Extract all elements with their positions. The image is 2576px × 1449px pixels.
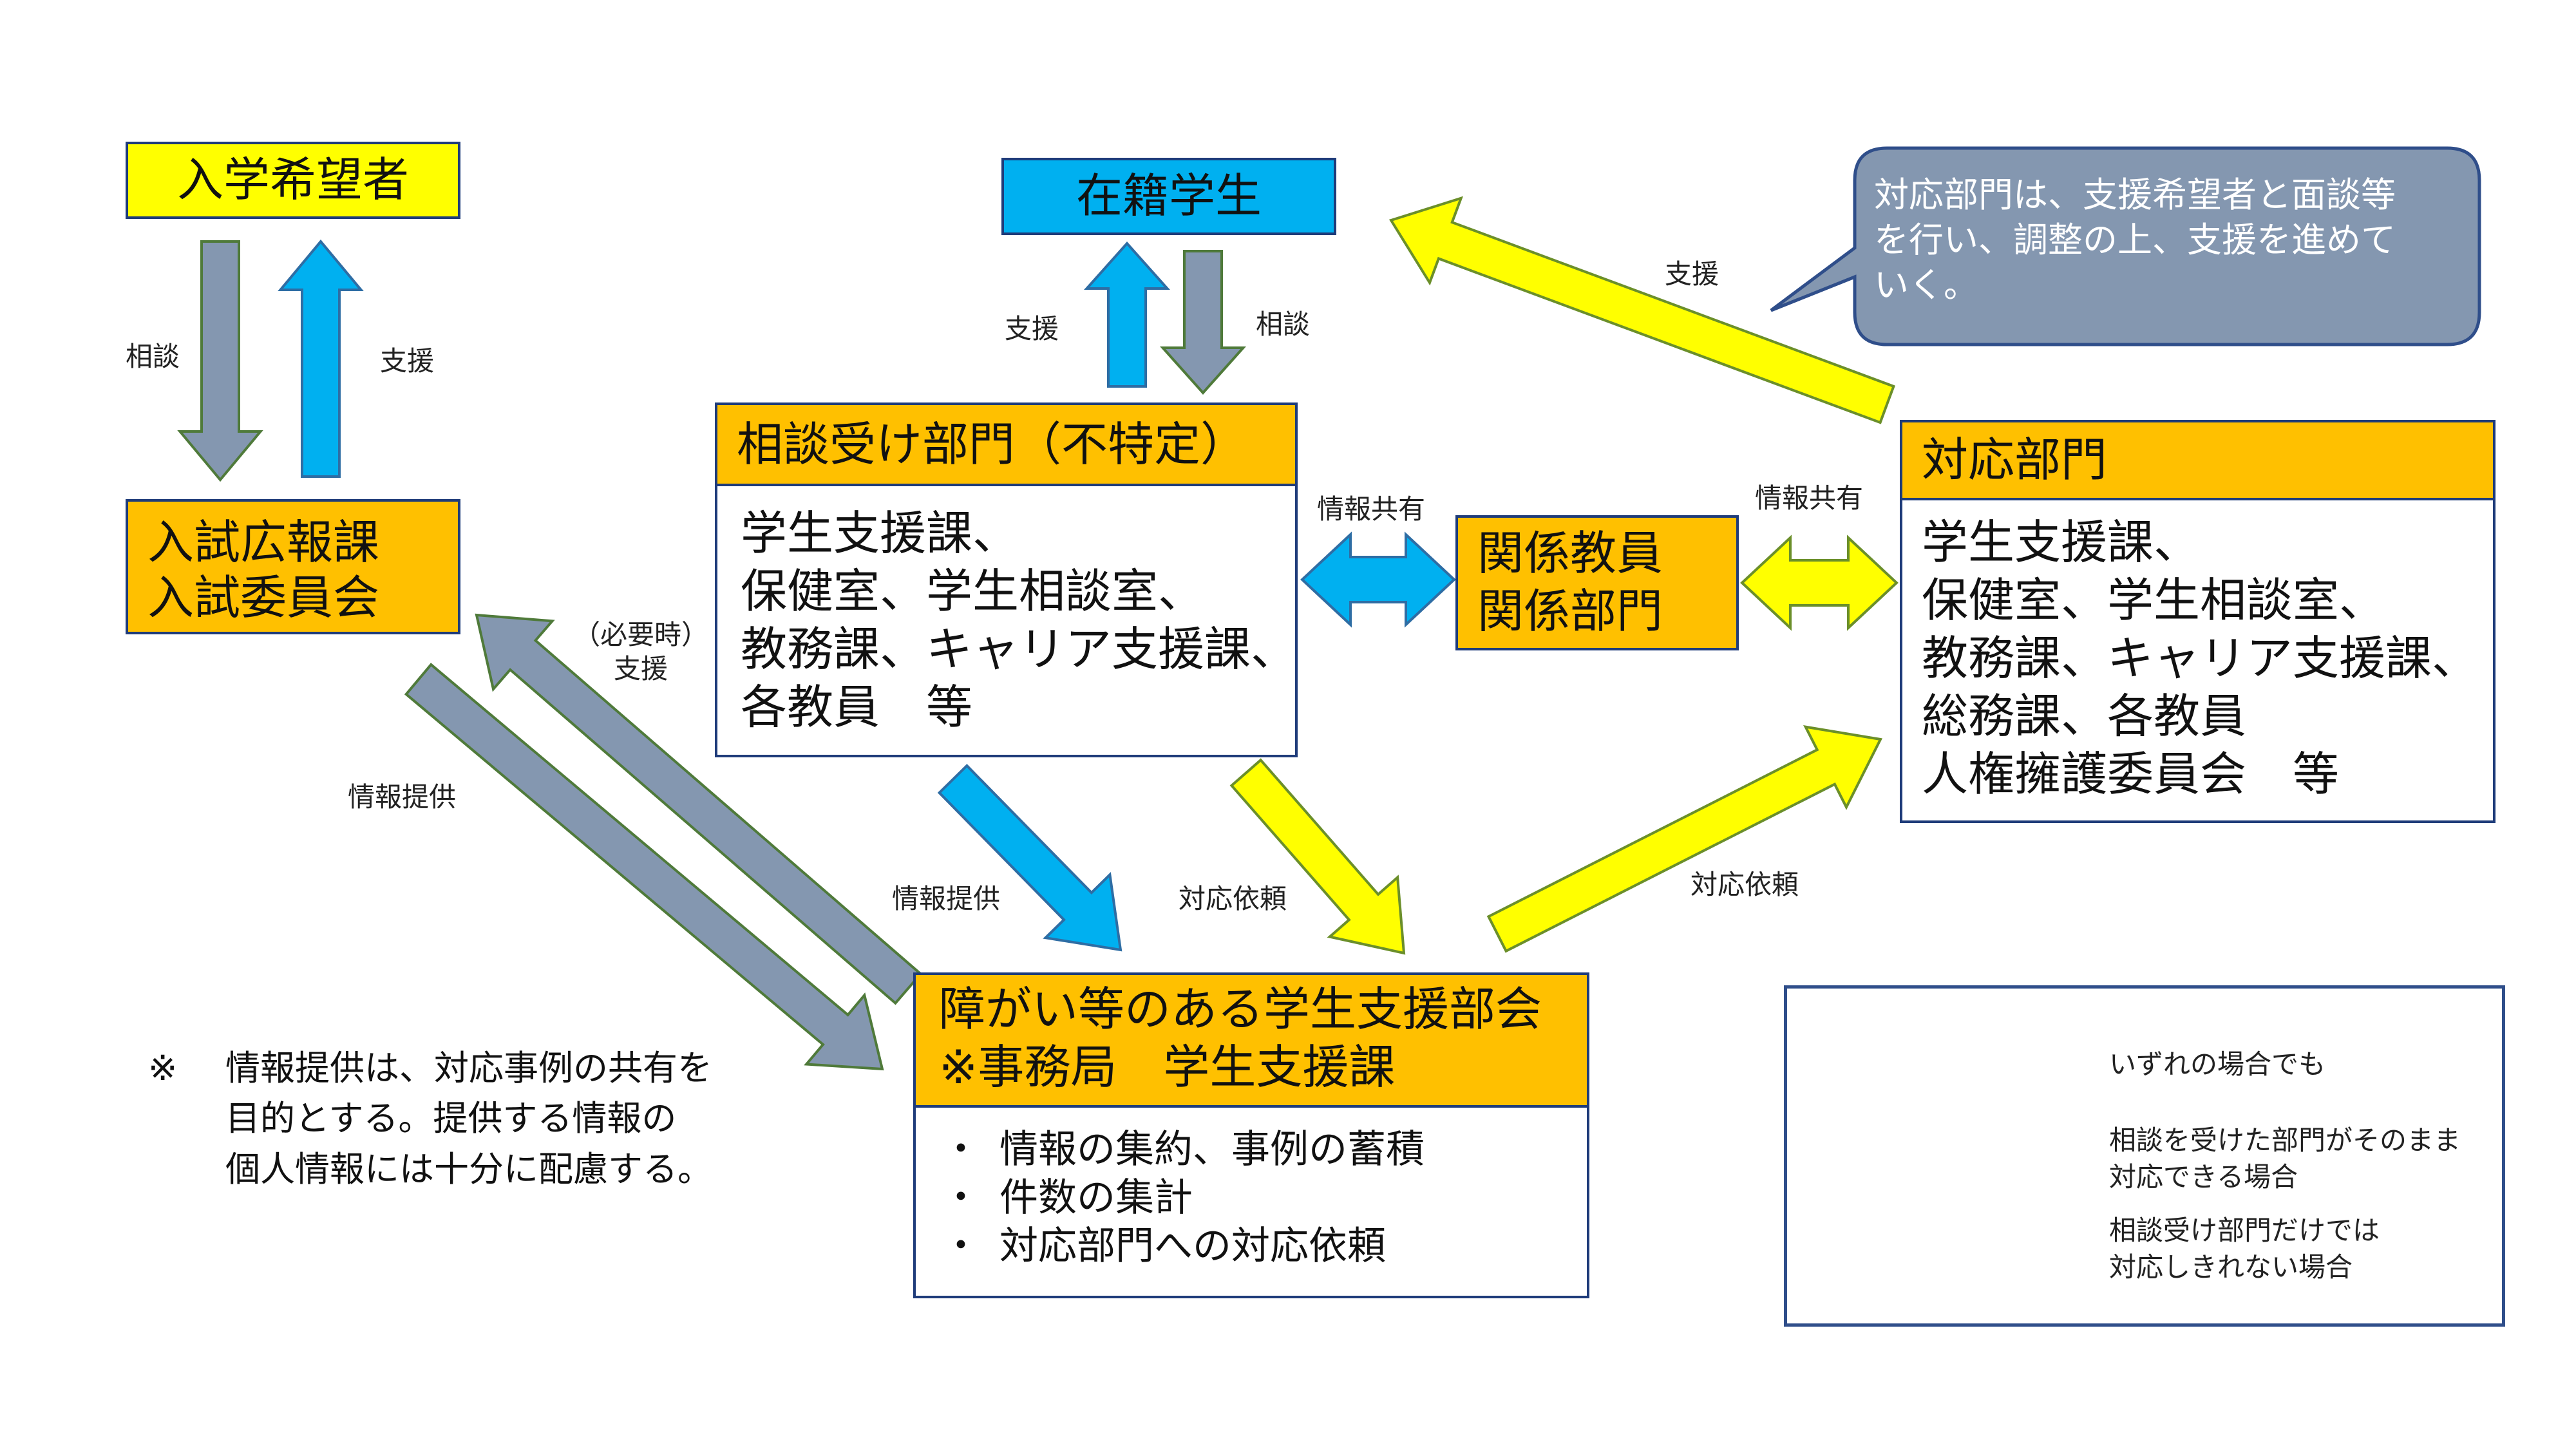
response-dept-item: 人権擁護委員会 等: [1922, 747, 2340, 801]
arrow-enrolled-consult: [1160, 250, 1246, 395]
node-admissions: 入試広報課 入試委員会: [126, 499, 460, 634]
label-applicant-consult: 相談: [126, 341, 180, 372]
legend-line: 相談を受けた部門がそのまま: [2109, 1124, 2461, 1156]
consult-dept-list: 学生支援課、 保健室、学生相談室、 教務課、キャリア支援課、 各教員 等: [715, 484, 1298, 757]
label-admissions-support-line: 支援: [614, 652, 668, 685]
bullet: ・: [942, 1175, 980, 1220]
label-admissions-support: （必要時） 支援: [573, 618, 708, 686]
node-applicants: 入学希望者: [126, 142, 460, 219]
footnote-mark: ※: [148, 1048, 178, 1088]
committee-item: ・ 対応部門への対応依頼: [942, 1222, 1561, 1271]
legend-label-blue: 相談を受けた部門がそのまま 対応できる場合: [2109, 1122, 2461, 1195]
arrow-consult-info: [937, 764, 1122, 952]
consult-dept-item: 各教員 等: [741, 680, 973, 734]
label-admissions-support-line: （必要時）: [573, 619, 709, 650]
node-related: 関係教員 関係部門: [1455, 515, 1739, 650]
node-admissions-line: 入試委員会: [147, 571, 380, 625]
arrow-committee-request: [1486, 724, 1883, 953]
committee-title-line: 障がい等のある学生支援部会: [939, 982, 1542, 1036]
committee-item-text: 情報の集約、事例の蓄積: [999, 1127, 1425, 1172]
arrow-applicant-support: [278, 239, 364, 478]
arrow-applicant-consult: [177, 240, 263, 482]
consult-dept-title: 相談受け部門（不特定）: [737, 417, 1247, 471]
label-enrolled-support: 支援: [1005, 313, 1059, 345]
response-dept-item: 保健室、学生相談室、: [1922, 573, 2386, 627]
label-applicant-support: 支援: [380, 345, 435, 377]
arrow-admissions-support: [475, 613, 923, 1005]
committee-item-text: 対応部門への対応依頼: [999, 1224, 1386, 1269]
node-admissions-line: 入試広報課: [147, 515, 380, 569]
node-applicants-label: 入学希望者: [176, 153, 409, 207]
legend-line: 対応できる場合: [2109, 1160, 2298, 1193]
arrow-info-share-left: [1300, 531, 1456, 628]
committee-item: ・ 件数の集計: [942, 1174, 1561, 1222]
response-dept-header: 対応部門: [1900, 420, 2496, 500]
arrow-enrolled-support: [1084, 241, 1170, 388]
bullet: ・: [942, 1224, 980, 1269]
consult-dept-item: 教務課、キャリア支援課、: [741, 622, 1298, 676]
arrow-response-support: [1388, 196, 1895, 424]
node-enrolled-label: 在籍学生: [1075, 169, 1262, 223]
legend-line: いずれの場合でも: [2109, 1048, 2326, 1080]
response-dept-list: 学生支援課、 保健室、学生相談室、 教務課、キャリア支援課、 総務課、各教員 人…: [1900, 498, 2496, 823]
legend: いずれの場合でも 相談を受けた部門がそのまま 対応できる場合 相談受け部門だけで…: [1784, 985, 2505, 1327]
node-enrolled: 在籍学生: [1001, 158, 1336, 235]
label-info-share-left: 情報共有: [1317, 493, 1426, 525]
committee-list: ・ 情報の集約、事例の蓄積 ・ 件数の集計 ・ 対応部門への対応依頼: [913, 1105, 1589, 1298]
consult-dept-item: 学生支援課、: [741, 506, 1019, 560]
committee-item-text: 件数の集計: [999, 1175, 1193, 1220]
bullet: ・: [942, 1127, 980, 1172]
footnote-line: 情報提供は、対応事例の共有を: [225, 1048, 712, 1088]
callout-line: を行い、調整の上、支援を進めて: [1874, 220, 2396, 261]
label-admissions-info: 情報提供: [348, 781, 457, 813]
committee-header: 障がい等のある学生支援部会 ※事務局 学生支援課: [913, 972, 1589, 1108]
footnote: ※ 情報提供は、対応事例の共有を 目的とする。提供する情報の 個人情報には十分に…: [148, 1043, 712, 1195]
committee-item: ・ 情報の集約、事例の蓄積: [942, 1126, 1561, 1174]
label-consult-request: 対応依頼: [1179, 883, 1287, 914]
response-dept-item: 教務課、キャリア支援課、: [1922, 631, 2479, 685]
legend-line: 相談受け部門だけでは: [2109, 1215, 2380, 1246]
node-related-line: 関係部門: [1477, 584, 1663, 638]
footnote-line: 目的とする。提供する情報の: [225, 1098, 677, 1139]
legend-line: 対応しきれない場合: [2109, 1251, 2353, 1283]
committee-title-line: ※事務局 学生支援課: [939, 1040, 1396, 1094]
response-dept-item: 総務課、各教員: [1922, 689, 2247, 743]
legend-label-yellow: 相談受け部門だけでは 対応しきれない場合: [2109, 1213, 2380, 1285]
arrow-consult-request: [1229, 758, 1406, 955]
callout-line: 対応部門は、支援希望者と面談等: [1874, 175, 2396, 215]
consult-dept-item: 保健室、学生相談室、: [741, 564, 1205, 618]
consult-dept-header: 相談受け部門（不特定）: [715, 402, 1298, 486]
label-response-support: 支援: [1665, 258, 1719, 290]
legend-label-gray: いずれの場合でも: [2109, 1046, 2325, 1083]
callout-line: いく。: [1874, 265, 1978, 306]
arrow-admissions-info: [404, 663, 884, 1071]
label-committee-request: 対応依頼: [1690, 869, 1799, 900]
label-enrolled-consult: 相談: [1256, 308, 1311, 340]
response-dept-item: 学生支援課、: [1922, 515, 2201, 569]
response-dept-title: 対応部門: [1922, 433, 2108, 488]
label-info-share-right: 情報共有: [1755, 482, 1864, 514]
node-related-line: 関係教員: [1477, 526, 1663, 580]
arrow-info-share-right: [1740, 535, 1899, 631]
callout-text: 対応部門は、支援希望者と面談等 を行い、調整の上、支援を進めて いく。: [1874, 173, 2396, 308]
footnote-line: 個人情報には十分に配慮する。: [225, 1148, 712, 1189]
label-consult-info: 情報提供: [892, 883, 1001, 914]
callout-bubble: [1770, 146, 2481, 346]
